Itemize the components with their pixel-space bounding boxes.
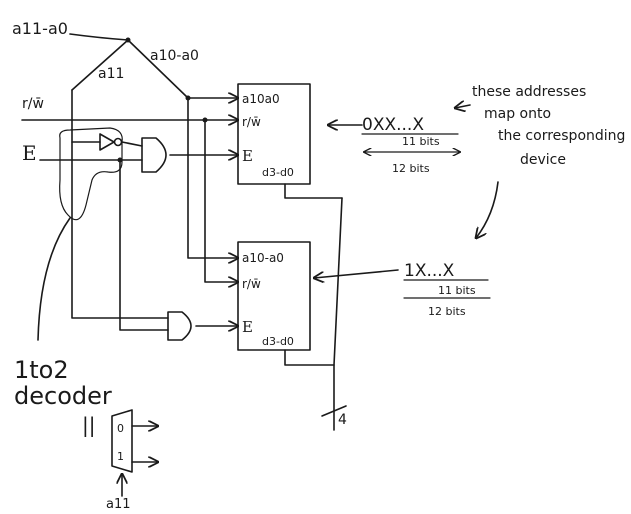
device-2-addr-label: a10-a0 (242, 251, 284, 265)
addr1-pattern: 0XX...X (362, 115, 424, 135)
decoder-callout-line (37, 217, 71, 341)
inverter-bubble (113, 137, 123, 147)
data-bus-width: 4 (338, 412, 347, 428)
decoder-symbol (111, 409, 133, 473)
decoder-out0: 0 (117, 422, 124, 435)
note-arrow (455, 105, 471, 108)
bus-width-slash (321, 405, 347, 417)
note-line2: map onto (484, 106, 551, 122)
decoder-out1: 1 (117, 450, 124, 463)
addr2-bits-b: 12 bits (428, 305, 466, 318)
device-2-data-label: d3-d0 (262, 335, 294, 348)
and-gate-1 (141, 137, 167, 173)
enable-input-label: E (22, 141, 37, 165)
device-2-data-wire (284, 349, 335, 366)
top-bus-label: a11-a0 (12, 19, 68, 38)
addr-to-dev2 (187, 97, 238, 258)
data-bus (333, 197, 343, 431)
addr1-bits-a: 11 bits (402, 135, 440, 148)
right-branch-label: a10-a0 (150, 48, 199, 64)
addr2-pattern: 1X...X (404, 261, 455, 281)
right-branch-wire (127, 39, 189, 99)
addr2-bits-a: 11 bits (438, 284, 476, 297)
note-down-arrow (476, 181, 499, 238)
left-branch-wire (71, 39, 129, 91)
decoder-highlight-loop (59, 127, 123, 221)
and-gate-2 (167, 311, 192, 341)
note-line1: these addresses (472, 84, 586, 100)
rw-to-dev2 (204, 119, 238, 282)
device-2-enable-label: E (242, 318, 253, 336)
addr2-arrow (314, 269, 399, 278)
left-branch-label: a11 (98, 66, 124, 82)
device-2-rw-label: r/w̄ (242, 277, 261, 291)
decoder-caption-line2: decoder (14, 382, 112, 410)
inverter-output (121, 141, 143, 147)
device-1-box (237, 83, 311, 185)
enable-to-and2 (119, 159, 169, 331)
a11-wire (71, 89, 169, 319)
addr1-bits-b: 12 bits (392, 162, 430, 175)
decoder-caption-line1: 1to2 (14, 356, 69, 384)
device-1-enable-label: E (242, 147, 253, 165)
device-2-box (237, 241, 311, 351)
inverter-gate (99, 133, 115, 151)
device-1-rw-label: r/w̄ (242, 115, 261, 129)
device-1-data-wire (284, 183, 343, 199)
decoder-input-label: a11 (106, 497, 131, 512)
note-line3: the corresponding (498, 128, 625, 144)
device-1-addr-label: a10a0 (242, 92, 280, 106)
device-1-data-label: d3-d0 (262, 166, 294, 179)
top-bus-wire (69, 33, 129, 41)
equals-sign: || (82, 413, 95, 437)
note-line4: device (520, 152, 566, 168)
rw-input-label: r/w̄ (22, 96, 44, 112)
